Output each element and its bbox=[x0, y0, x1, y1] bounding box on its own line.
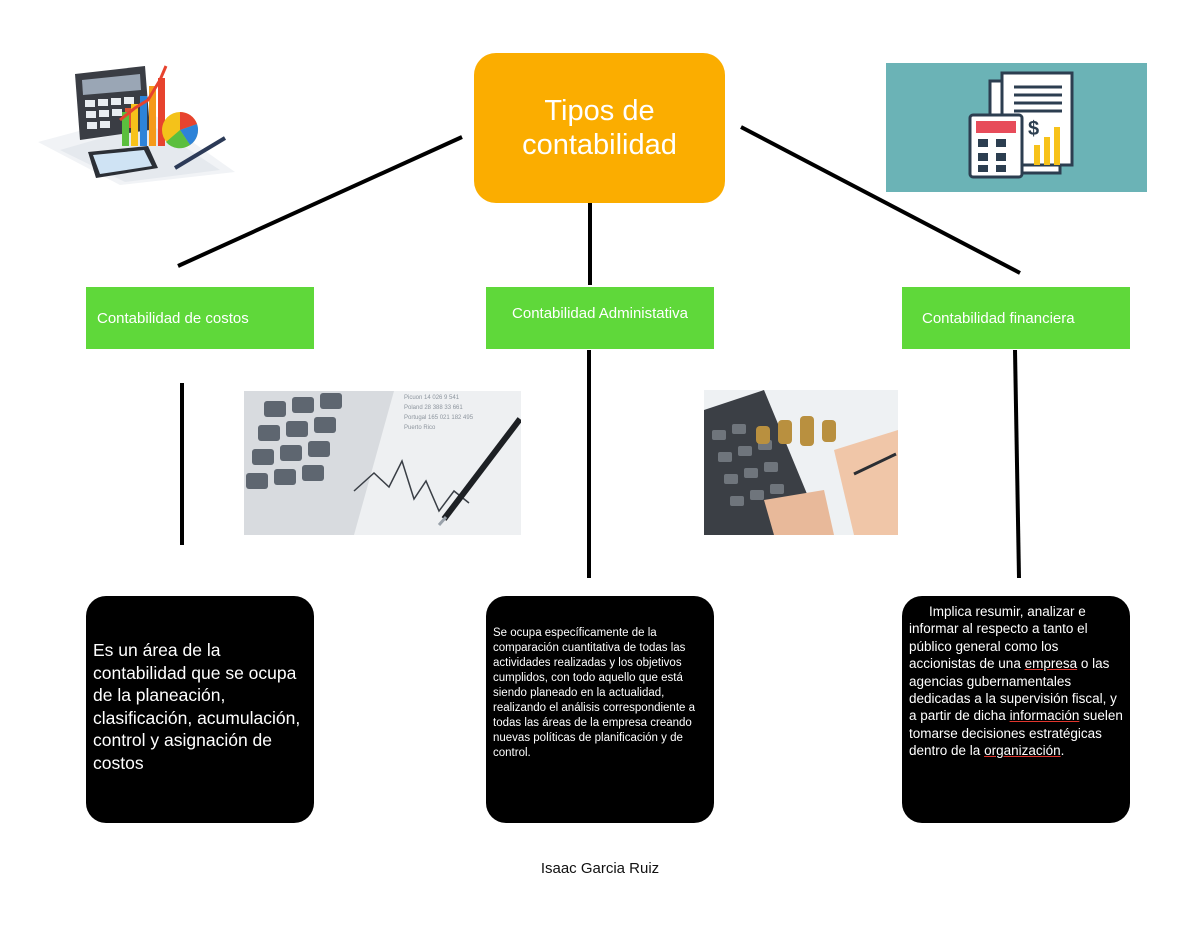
svg-text:Puerto Rico: Puerto Rico bbox=[404, 425, 436, 431]
coins-calculator-photo bbox=[704, 390, 898, 535]
title-box: Tipos de contabilidad bbox=[474, 53, 725, 203]
author-name: Isaac Garcia Ruiz bbox=[540, 860, 660, 877]
category-administrativa: Contabilidad Administativa bbox=[486, 287, 714, 349]
description-administrativa: Se ocupa específicamente de la comparaci… bbox=[486, 596, 714, 823]
empresa-link[interactable]: empresa bbox=[1024, 656, 1078, 672]
category-costos-label: Contabilidad de costos bbox=[97, 309, 249, 327]
coins-calculator-image bbox=[704, 390, 898, 535]
category-financiera-label: Contabilidad financiera bbox=[922, 309, 1075, 327]
category-administrativa-label: Contabilidad Administativa bbox=[512, 304, 688, 322]
description-financiera-text: Implica resumir, analizar e informar al … bbox=[909, 603, 1126, 760]
svg-text:Picuon 14 026 9 541: Picuon 14 026 9 541 bbox=[404, 395, 460, 401]
connector-financiera-to-desc bbox=[1013, 349, 1021, 579]
accounting-panel: $ bbox=[886, 63, 1147, 192]
accounting-documents-calculator-icon: $ bbox=[968, 71, 1074, 179]
organizacion-link[interactable]: organización bbox=[984, 743, 1061, 759]
informacion-link[interactable]: información bbox=[1009, 708, 1080, 724]
category-financiera: Contabilidad financiera bbox=[902, 287, 1130, 349]
connector-title-to-financiera bbox=[740, 125, 1021, 275]
category-costos: Contabilidad de costos bbox=[86, 287, 314, 349]
description-financiera: Implica resumir, analizar e informar al … bbox=[902, 596, 1130, 823]
title-text: Tipos de contabilidad bbox=[522, 95, 677, 161]
financiera-text-part1: Implica resumir, analizar e informar al … bbox=[909, 604, 1088, 672]
financiera-text-part4: . bbox=[1060, 743, 1065, 759]
financiera-text-part2: o las agencias gubernamentales dedicadas… bbox=[909, 656, 1117, 724]
svg-text:$: $ bbox=[1028, 118, 1039, 140]
finance-charts-calculator-icon bbox=[38, 65, 235, 185]
financiera-text-part3: suelen tomarse decisiones estratégicas d… bbox=[909, 708, 1123, 759]
description-costos: Es un área de la contabilidad que se ocu… bbox=[86, 596, 314, 823]
calculator-chart-pen-photo: Picuon 14 026 9 541 Poland 28 388 33 661… bbox=[244, 391, 521, 535]
svg-text:Poland 28 388 33 661: Poland 28 388 33 661 bbox=[404, 405, 463, 411]
calculator-chart-image: Picuon 14 026 9 541 Poland 28 388 33 661… bbox=[244, 391, 521, 535]
description-administrativa-text: Se ocupa específicamente de la comparaci… bbox=[493, 627, 696, 759]
description-costos-text: Es un área de la contabilidad que se ocu… bbox=[93, 640, 301, 773]
svg-text:Portugal 165 021 182 495: Portugal 165 021 182 495 bbox=[404, 415, 474, 421]
connector-title-to-costos bbox=[177, 135, 463, 268]
finance-charts-image bbox=[30, 60, 240, 185]
